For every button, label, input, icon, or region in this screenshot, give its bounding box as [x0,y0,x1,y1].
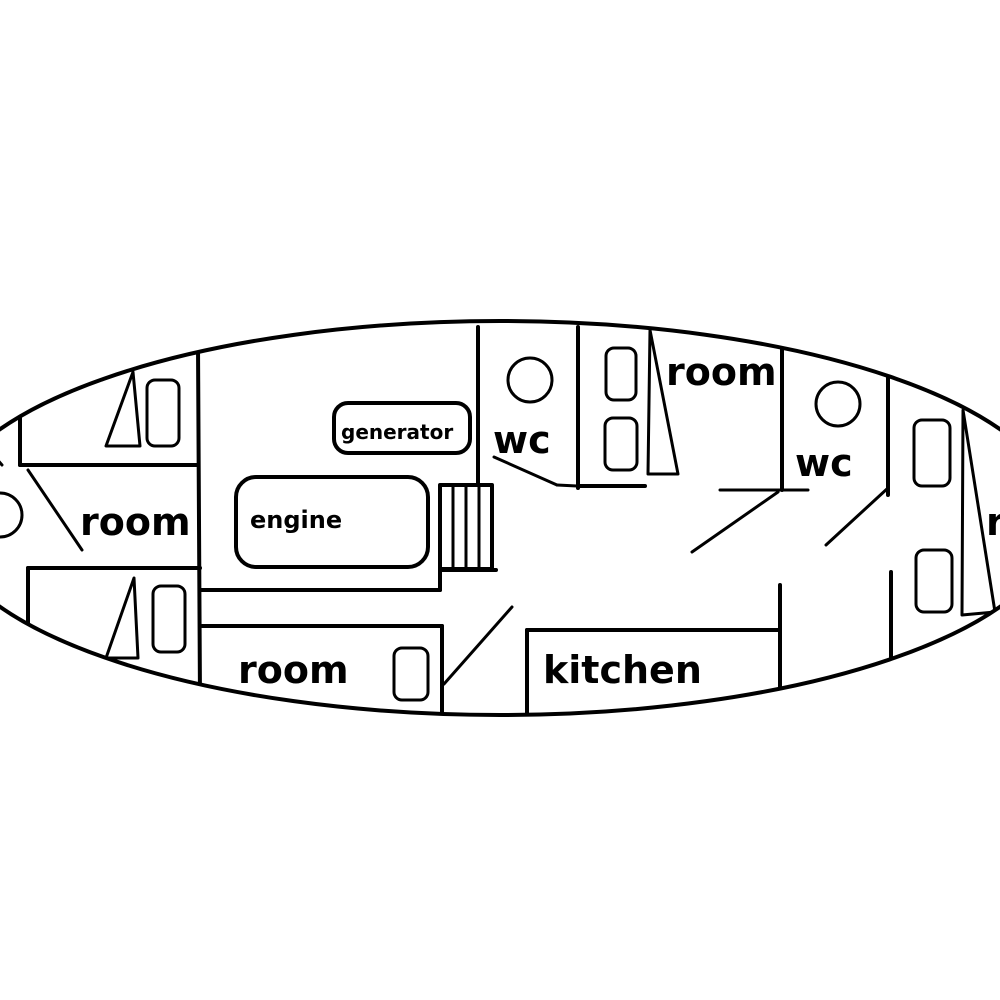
fixture-mark [0,456,4,467]
bunk-icon [912,418,952,488]
room-label-bow: room [80,500,191,544]
wc-compartment-2 [690,368,890,554]
door-swing [492,455,559,487]
room-label-stern: r [986,500,1000,544]
bunk-icon [392,646,430,702]
generator-label: generator [341,420,453,444]
bunk-icon [145,378,181,448]
wc-label-2: wc [795,441,853,485]
bunk-icon [151,584,187,654]
room-label-lower: room [238,648,349,692]
interior-layout: room room room r engine generator wc wc … [0,325,1000,715]
sail-bunk-icon [104,370,142,448]
sail-bunk-icon [104,576,140,660]
sail-bunk-icon [646,328,680,476]
bunk-icon [604,346,638,402]
room-label-upper: room [666,350,777,394]
upper-cabin [576,328,784,492]
hull-outline [0,319,1000,717]
engine-label: engine [250,506,342,534]
kitchen-label: kitchen [543,648,702,692]
bow-cabin [0,370,202,660]
wc-label-1: wc [493,418,551,462]
engine-room [196,343,498,702]
wc-compartment-1 [476,325,580,490]
toilet-icon [506,356,554,404]
lower-cabin [200,605,514,715]
stern-cabin [889,408,997,715]
bunk-icon [914,548,954,614]
generator-block [332,401,472,455]
bunk-icon [603,416,639,472]
round-fixture-icon [0,491,24,539]
engine-block [234,475,430,569]
door-swing [442,605,514,686]
door-swing [26,468,84,552]
door-swing [690,490,780,554]
door-swing [824,486,890,547]
sail-bunk-icon [960,408,997,617]
toilet-icon [814,380,862,428]
